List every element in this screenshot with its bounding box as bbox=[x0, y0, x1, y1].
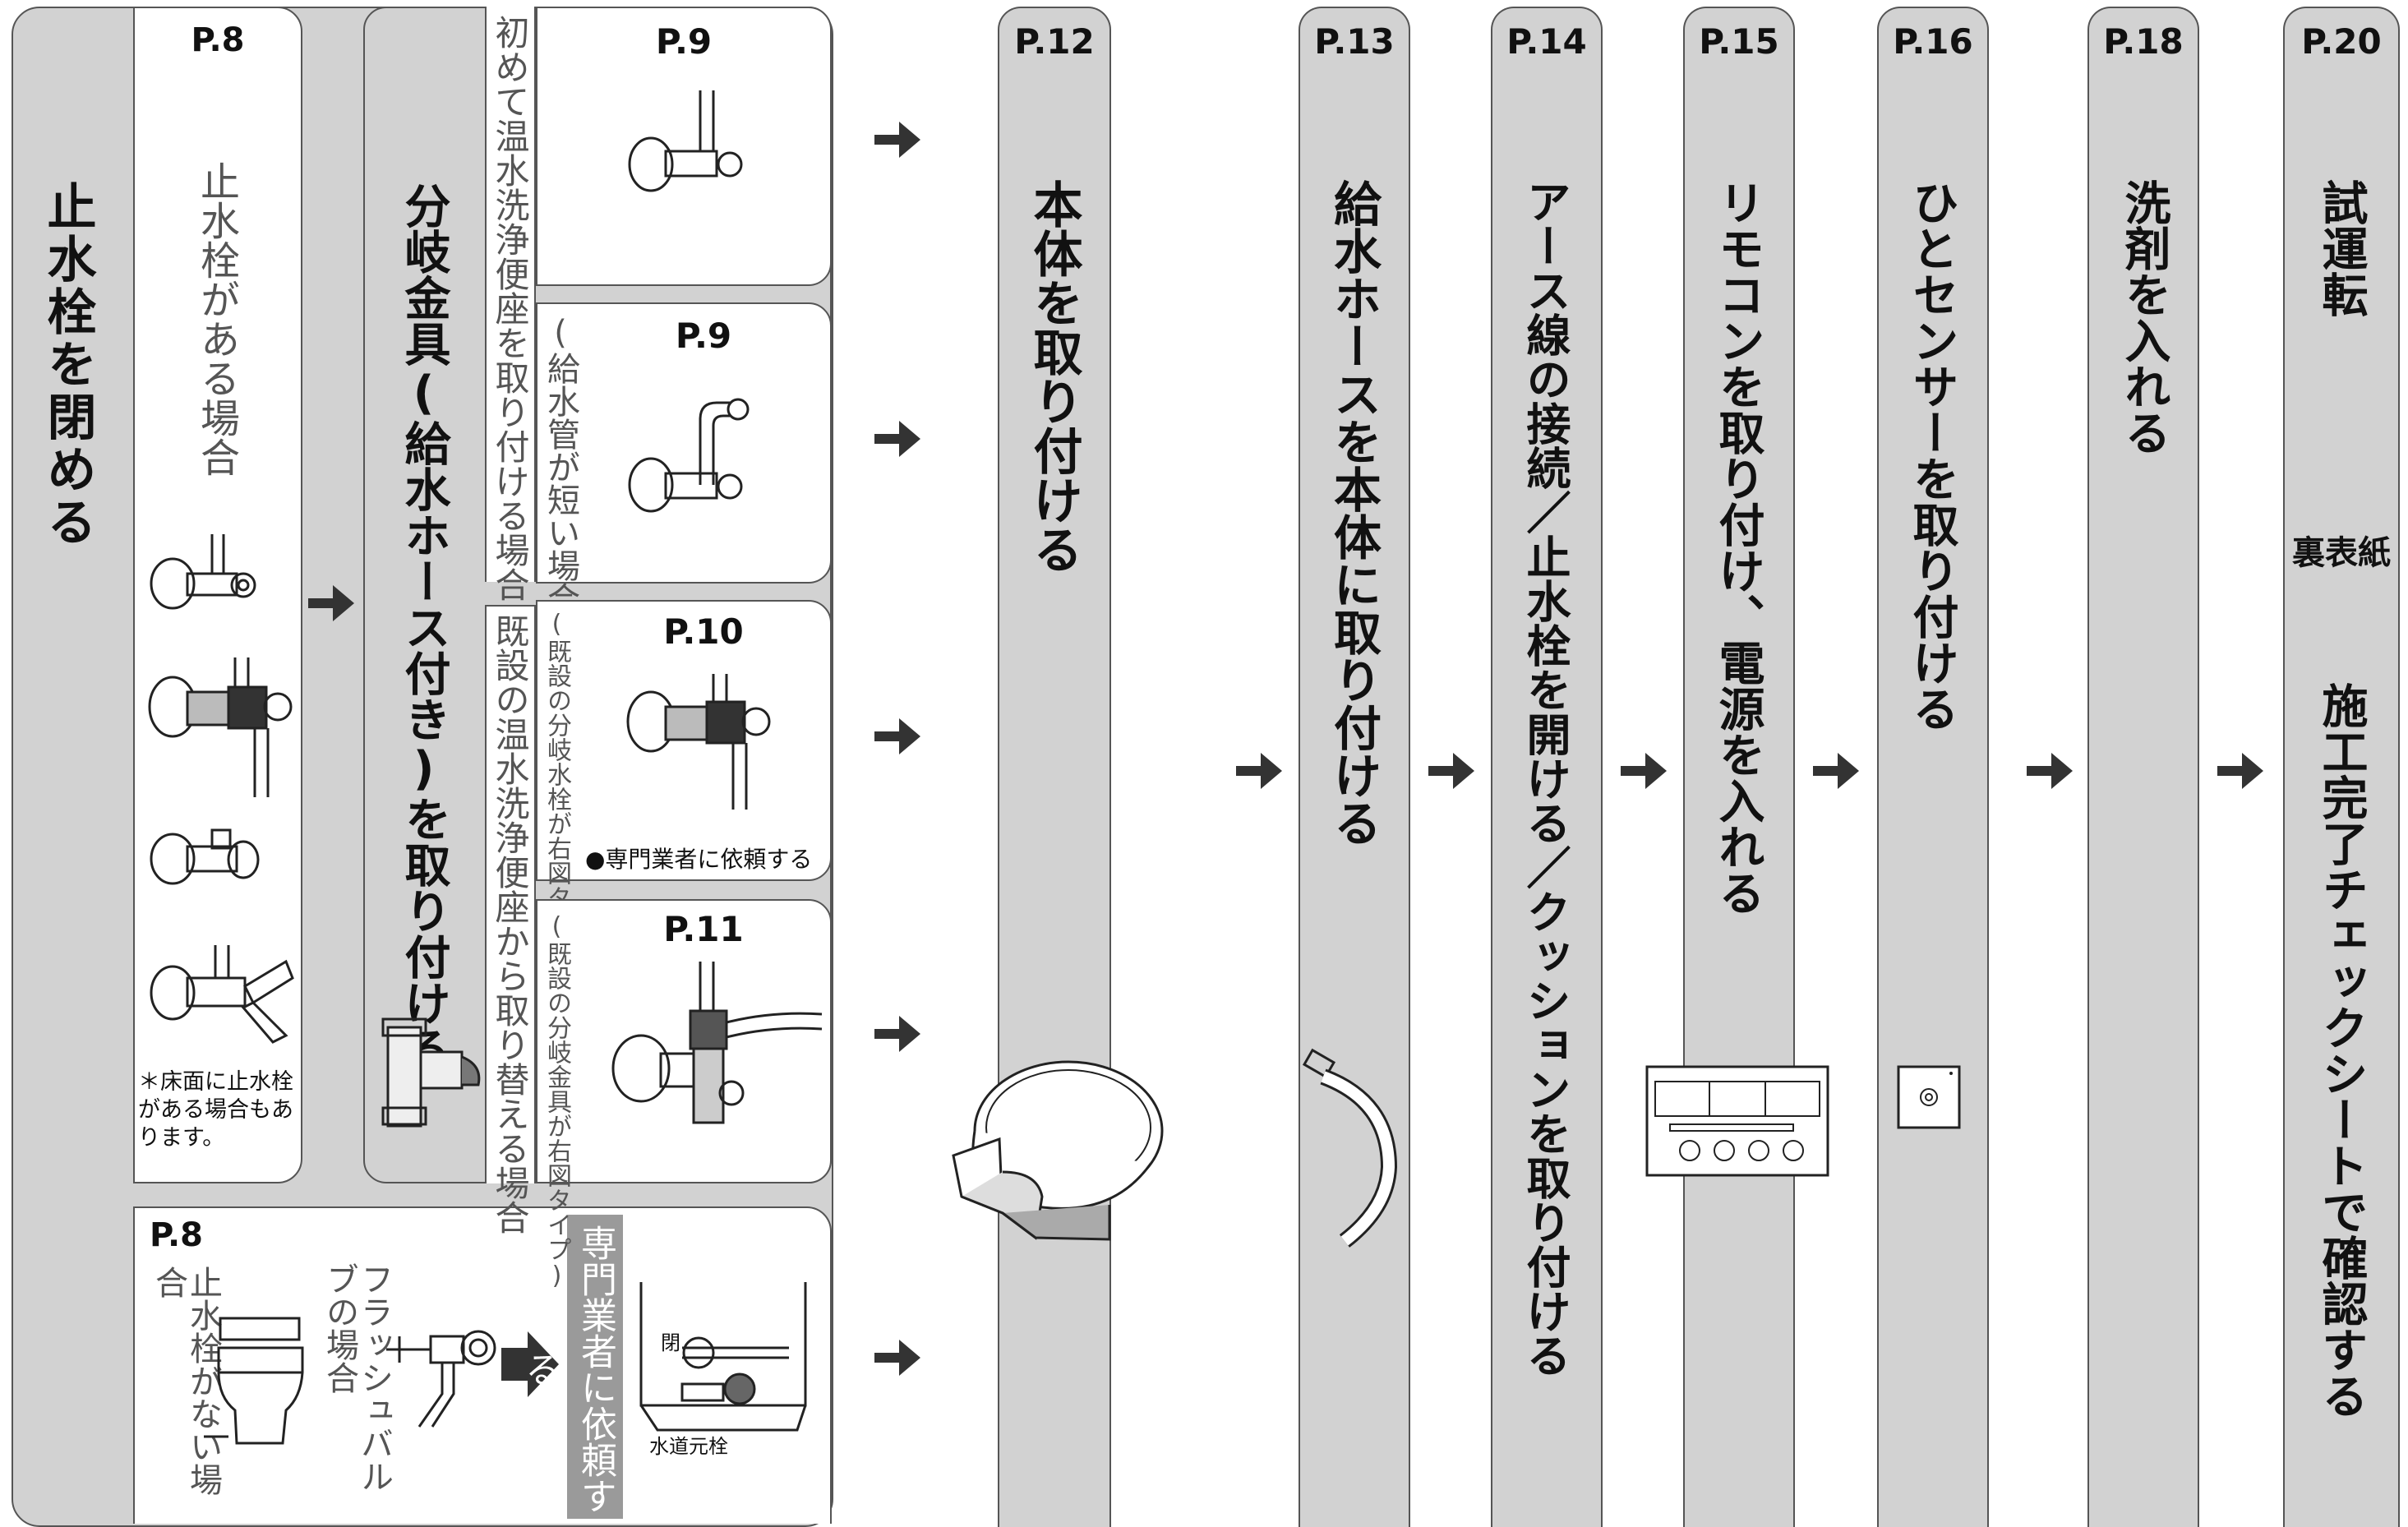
close-label: 閉 bbox=[661, 1331, 680, 1354]
step4-label: 給水ホースを本体に取り付ける bbox=[1326, 179, 1382, 847]
step2-label: 分岐金具(給水ホース付き)を取り付ける bbox=[397, 182, 450, 1072]
arrow-icon bbox=[874, 1340, 920, 1376]
water-main-label: 水道元栓 bbox=[649, 1435, 728, 1458]
supply-hose-icon bbox=[1299, 1048, 1405, 1249]
arrow-icon bbox=[874, 718, 920, 754]
note-text: 床面に止水栓がある場合もあります。 bbox=[138, 1069, 293, 1151]
step6-panel bbox=[1683, 7, 1795, 1527]
step7-page: P.16 bbox=[1893, 21, 1973, 62]
sub-d-label: (既設の分岐金具が右図タイプ) bbox=[542, 912, 571, 1290]
step4-page: P.13 bbox=[1314, 21, 1395, 62]
stop-valve-icon bbox=[146, 945, 302, 1044]
remote-control-icon bbox=[1645, 1065, 1829, 1177]
step7-panel bbox=[1877, 7, 1989, 1527]
step1-yes-page: P.8 bbox=[191, 21, 245, 59]
step3-page: P.12 bbox=[1014, 21, 1095, 62]
flush-valve-icon bbox=[386, 1320, 501, 1428]
step9-label: 試運転 bbox=[2314, 179, 2368, 317]
arrow-icon bbox=[1236, 753, 1282, 789]
stop-valve-icon bbox=[625, 90, 748, 205]
toilet-icon bbox=[204, 1315, 311, 1446]
step2-replace-column bbox=[485, 605, 536, 1183]
sub-c-page: P.10 bbox=[663, 611, 744, 652]
arrow-icon bbox=[1621, 753, 1667, 789]
back-cover-label: 裏表紙 bbox=[2292, 534, 2391, 572]
step8-panel bbox=[2087, 7, 2199, 1527]
step9-page: P.20 bbox=[2301, 21, 2382, 62]
sub-a-panel bbox=[536, 7, 832, 286]
water-main-icon bbox=[633, 1282, 814, 1446]
stop-valve-icon bbox=[608, 962, 830, 1126]
step9-panel bbox=[2283, 7, 2400, 1527]
step1-no-page: P.8 bbox=[150, 1216, 203, 1254]
step1-yes-label: 止水栓がある場合 bbox=[193, 161, 239, 477]
arrow-icon bbox=[1813, 753, 1859, 789]
sub-b-page: P.9 bbox=[675, 316, 732, 356]
sub-c-note: ●専門業者に依頼する bbox=[585, 846, 813, 873]
step1-no-label: 止水栓がない場合 bbox=[150, 1266, 222, 1496]
check-sheet-label: 施工完了チェックシートで確認する bbox=[2314, 682, 2368, 1419]
step5-label: アース線の接続／止水栓を開ける／クッションを取り付ける bbox=[1519, 179, 1571, 1377]
arrow-icon bbox=[308, 585, 354, 621]
step6-label: リモコンを取り付け、電源を入れる bbox=[1711, 179, 1764, 916]
stop-valve-icon bbox=[146, 534, 270, 625]
step1-yes-note: ＊床面に止水栓がある場合もあります。 bbox=[138, 1068, 299, 1152]
step5-page: P.14 bbox=[1506, 21, 1587, 62]
arrow-icon bbox=[2027, 753, 2073, 789]
flush-valve-label: フラッシュバルブの場合 bbox=[321, 1262, 393, 1492]
stop-valve-icon bbox=[625, 386, 756, 518]
branch-fitting-icon bbox=[371, 1011, 487, 1134]
sub-b-label: (給水管が短い場合) bbox=[542, 314, 579, 653]
sub-d-page: P.11 bbox=[663, 909, 744, 949]
step4-panel bbox=[1299, 7, 1410, 1527]
stop-valve-icon bbox=[625, 674, 773, 814]
arrow-icon bbox=[874, 421, 920, 457]
step2-new-column bbox=[485, 7, 536, 582]
human-sensor-icon bbox=[1897, 1065, 1961, 1129]
contractor-label: 専門業者に依頼する bbox=[519, 1215, 623, 1519]
stop-valve-icon bbox=[146, 657, 294, 797]
note-mark: ＊ bbox=[138, 1069, 160, 1095]
step2-new-label: 初めて温水洗浄便座を取り付ける場合 bbox=[490, 15, 530, 602]
step8-label: 洗剤を入れる bbox=[2117, 179, 2170, 455]
arrow-icon bbox=[874, 1016, 920, 1052]
step3-panel bbox=[998, 7, 1111, 1527]
big-arrow-icon bbox=[501, 1331, 559, 1397]
step7-label: ひとセンサーを取り付ける bbox=[1905, 179, 1958, 731]
step3-label: 本体を取り付ける bbox=[1025, 179, 1082, 574]
sub-b-panel bbox=[536, 302, 832, 584]
step2-replace-label: 既設の温水洗浄便座から取り替える場合 bbox=[490, 613, 530, 1234]
step1-label: 止水栓を閉める bbox=[39, 181, 96, 549]
step6-page: P.15 bbox=[1699, 21, 1779, 62]
arrow-icon bbox=[2217, 753, 2263, 789]
toilet-seat-icon bbox=[945, 1049, 1167, 1262]
step5-panel bbox=[1491, 7, 1603, 1527]
arrow-icon bbox=[1428, 753, 1474, 789]
arrow-icon bbox=[874, 122, 920, 158]
step1-no-panel bbox=[133, 1206, 832, 1524]
sub-d-panel bbox=[536, 899, 832, 1183]
stop-valve-icon bbox=[146, 814, 270, 896]
step8-page: P.18 bbox=[2103, 21, 2184, 62]
sub-a-page: P.9 bbox=[655, 21, 713, 62]
